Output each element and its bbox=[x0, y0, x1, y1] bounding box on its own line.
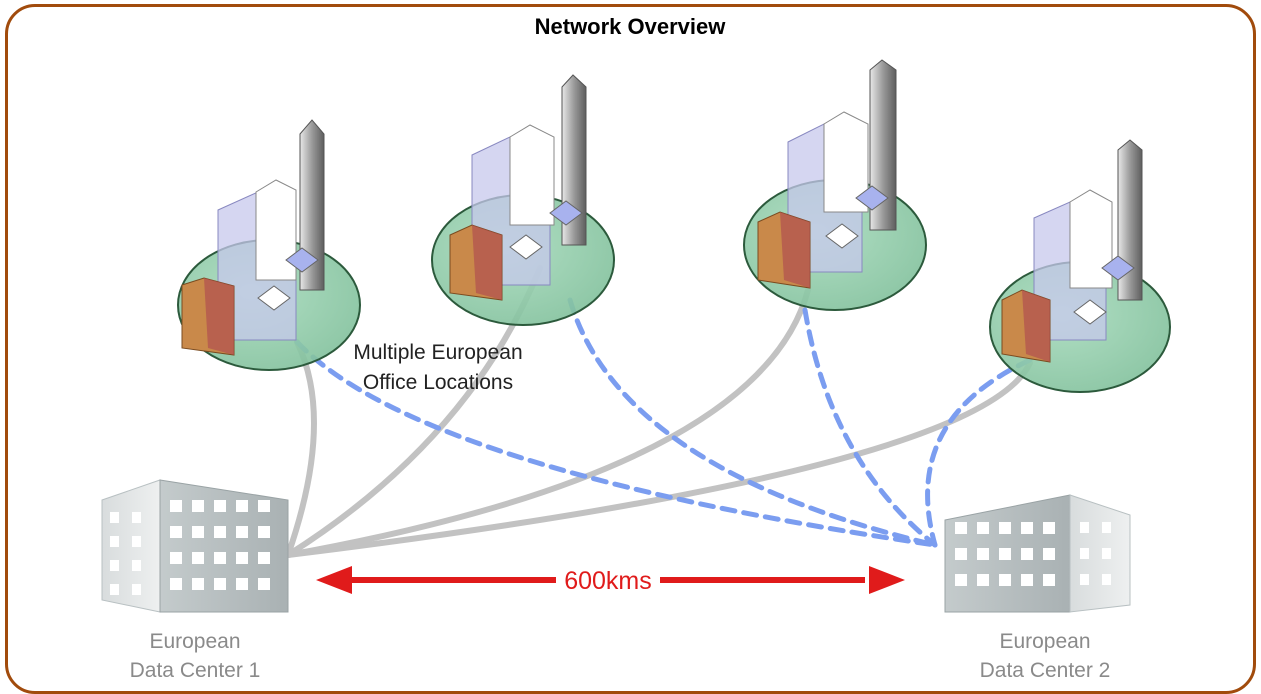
building-window bbox=[192, 552, 204, 564]
solid-link-office-3 bbox=[285, 287, 811, 558]
building-window bbox=[170, 526, 182, 538]
building-window bbox=[977, 574, 989, 586]
distance-arrow-right-head bbox=[869, 566, 905, 594]
building-window bbox=[1021, 522, 1033, 534]
building-window bbox=[214, 500, 226, 512]
data-center-2-icon bbox=[944, 494, 1131, 613]
solid-link-office-4 bbox=[285, 360, 1033, 558]
building-window bbox=[236, 578, 248, 590]
dashed-link-office-3 bbox=[802, 307, 938, 548]
building-window bbox=[236, 552, 248, 564]
diagram-title: Network Overview bbox=[535, 14, 727, 39]
building-window bbox=[1021, 548, 1033, 560]
office-location-3 bbox=[743, 59, 927, 311]
data-center-2-label-line-2: Data Center 2 bbox=[980, 659, 1111, 682]
data-center-1-label-line-1: European bbox=[149, 630, 240, 653]
building-window bbox=[258, 552, 270, 564]
building-window bbox=[214, 526, 226, 538]
building-window bbox=[132, 536, 141, 547]
office-label-line-1: Multiple European bbox=[353, 341, 522, 364]
office-location-1 bbox=[177, 119, 361, 371]
building-window bbox=[977, 548, 989, 560]
dashed-link-office-1 bbox=[294, 339, 938, 548]
building-window bbox=[258, 500, 270, 512]
distance-label: 600kms bbox=[564, 567, 652, 595]
dashed-link-office-4 bbox=[925, 357, 1033, 548]
building-window bbox=[170, 552, 182, 564]
data-center-1-icon bbox=[101, 479, 289, 613]
building-window bbox=[110, 536, 119, 547]
office-label-line-2: Office Locations bbox=[363, 371, 513, 394]
building-window bbox=[236, 500, 248, 512]
building-window bbox=[1102, 574, 1111, 585]
building-window bbox=[1080, 548, 1089, 559]
building-window bbox=[1102, 548, 1111, 559]
building-window bbox=[1043, 574, 1055, 586]
office-location-2 bbox=[431, 74, 615, 326]
building-window bbox=[132, 512, 141, 523]
building-window bbox=[1102, 522, 1111, 533]
distance-label-background bbox=[556, 566, 660, 592]
building-window bbox=[132, 560, 141, 571]
building-window bbox=[999, 548, 1011, 560]
building-window bbox=[977, 522, 989, 534]
building-window bbox=[236, 526, 248, 538]
solid-link-office-1 bbox=[285, 339, 317, 558]
building-window bbox=[192, 526, 204, 538]
building-window bbox=[999, 522, 1011, 534]
building-window bbox=[258, 578, 270, 590]
building-window bbox=[110, 584, 119, 595]
building-window bbox=[170, 500, 182, 512]
dashed-links bbox=[294, 297, 1033, 548]
office-location-4 bbox=[989, 139, 1171, 393]
building-window bbox=[1080, 522, 1089, 533]
building-window bbox=[258, 526, 270, 538]
building-window bbox=[955, 548, 967, 560]
building-window bbox=[1043, 522, 1055, 534]
data-center-2-label-line-1: European bbox=[999, 630, 1090, 653]
building-window bbox=[110, 512, 119, 523]
building-window bbox=[1043, 548, 1055, 560]
building-window bbox=[1080, 574, 1089, 585]
building-window bbox=[192, 578, 204, 590]
building-window bbox=[955, 522, 967, 534]
data-center-1-label-line-2: Data Center 1 bbox=[130, 659, 261, 682]
building-window bbox=[110, 560, 119, 571]
dashed-link-office-2 bbox=[567, 297, 938, 548]
building-window bbox=[192, 500, 204, 512]
building-window bbox=[132, 584, 141, 595]
building-window bbox=[214, 578, 226, 590]
building-window bbox=[1021, 574, 1033, 586]
building-window bbox=[214, 552, 226, 564]
distance-arrow-left-head bbox=[316, 566, 352, 594]
building-window bbox=[955, 574, 967, 586]
building-window bbox=[170, 578, 182, 590]
building-window bbox=[999, 574, 1011, 586]
